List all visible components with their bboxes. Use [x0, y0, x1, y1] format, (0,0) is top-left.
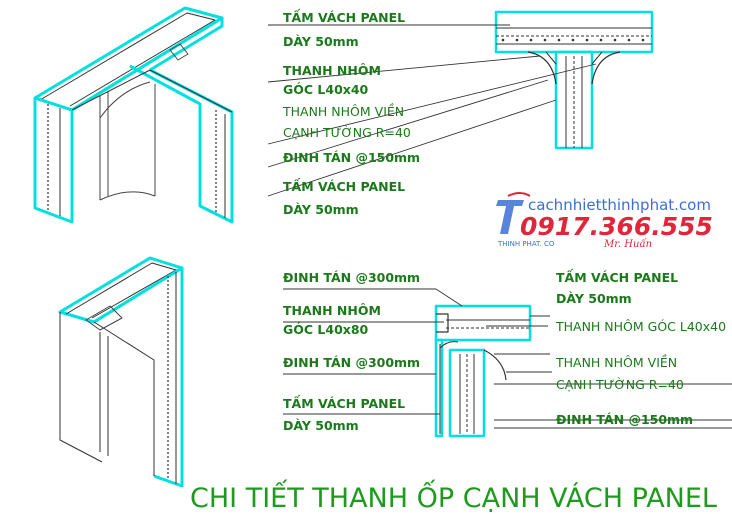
label-day-1: DÀY 50mm: [283, 34, 359, 49]
top-iso-view: [33, 6, 234, 224]
watermark-company: THINH PHAT. CO: [497, 240, 555, 248]
label-thanh-nhom-goc-bottom: THANH NHÔM GÓC L40x40: [555, 319, 726, 334]
label-goc-top: GÓC L40x40: [283, 82, 369, 97]
label-tam-vach-right: TẤM VÁCH PANEL: [556, 268, 678, 285]
top-section-view: [494, 10, 654, 150]
label-thanh-nhom-vien-top: THANH NHÔM VIỀN: [282, 103, 404, 119]
label-day-right: DÀY 50mm: [556, 291, 632, 306]
label-thanh-nhom-bottom: THANH NHÔM: [283, 303, 381, 318]
label-canh-tuong-bottom: CẠNH TƯỜNG R=40: [556, 377, 684, 392]
label-dinh-tan-300-2: ĐINH TÁN @300mm: [283, 355, 420, 370]
label-tam-vach-2: TẤM VÁCH PANEL: [283, 177, 405, 194]
label-dinh-tan-150-bottom: ĐINH TÁN @150mm: [556, 412, 693, 427]
label-dinh-tan-top: ĐINH TÁN @150mm: [283, 150, 420, 165]
watermark-contact: Mr. Huấn: [603, 239, 652, 250]
watermark-site: cachnhietthinhphat.com: [528, 196, 711, 214]
label-thanh-nhom-top: THANH NHÔM: [283, 63, 381, 78]
label-tam-vach-1: TẤM VÁCH PANEL: [283, 8, 405, 25]
label-day-left: DÀY 50mm: [283, 418, 359, 433]
watermark-logo-icon: [496, 192, 531, 234]
label-day-2: DÀY 50mm: [283, 202, 359, 217]
bottom-section-view: [434, 304, 732, 438]
drawing-title: CHI TIẾT THANH ỐP CẠNH VÁCH PANEL: [190, 479, 717, 514]
top-leaders: [267, 24, 597, 197]
bottom-leaders: [283, 288, 552, 415]
label-tam-vach-left: TẤM VÁCH PANEL: [283, 394, 405, 411]
label-thanh-nhom-vien-bottom: THANH NHÔM VIỀN: [555, 354, 677, 370]
label-dinh-tan-300-1: ĐINH TÁN @300mm: [283, 270, 420, 285]
label-canh-tuong-top: CẠNH TƯỜNG R=40: [283, 125, 411, 140]
bottom-iso-view: [58, 256, 184, 488]
label-goc-bottom: GÓC L40x80: [283, 322, 369, 337]
watermark: cachnhietthinhphat.com 0917.366.555 THIN…: [496, 192, 713, 250]
watermark-phone: 0917.366.555: [520, 212, 713, 241]
